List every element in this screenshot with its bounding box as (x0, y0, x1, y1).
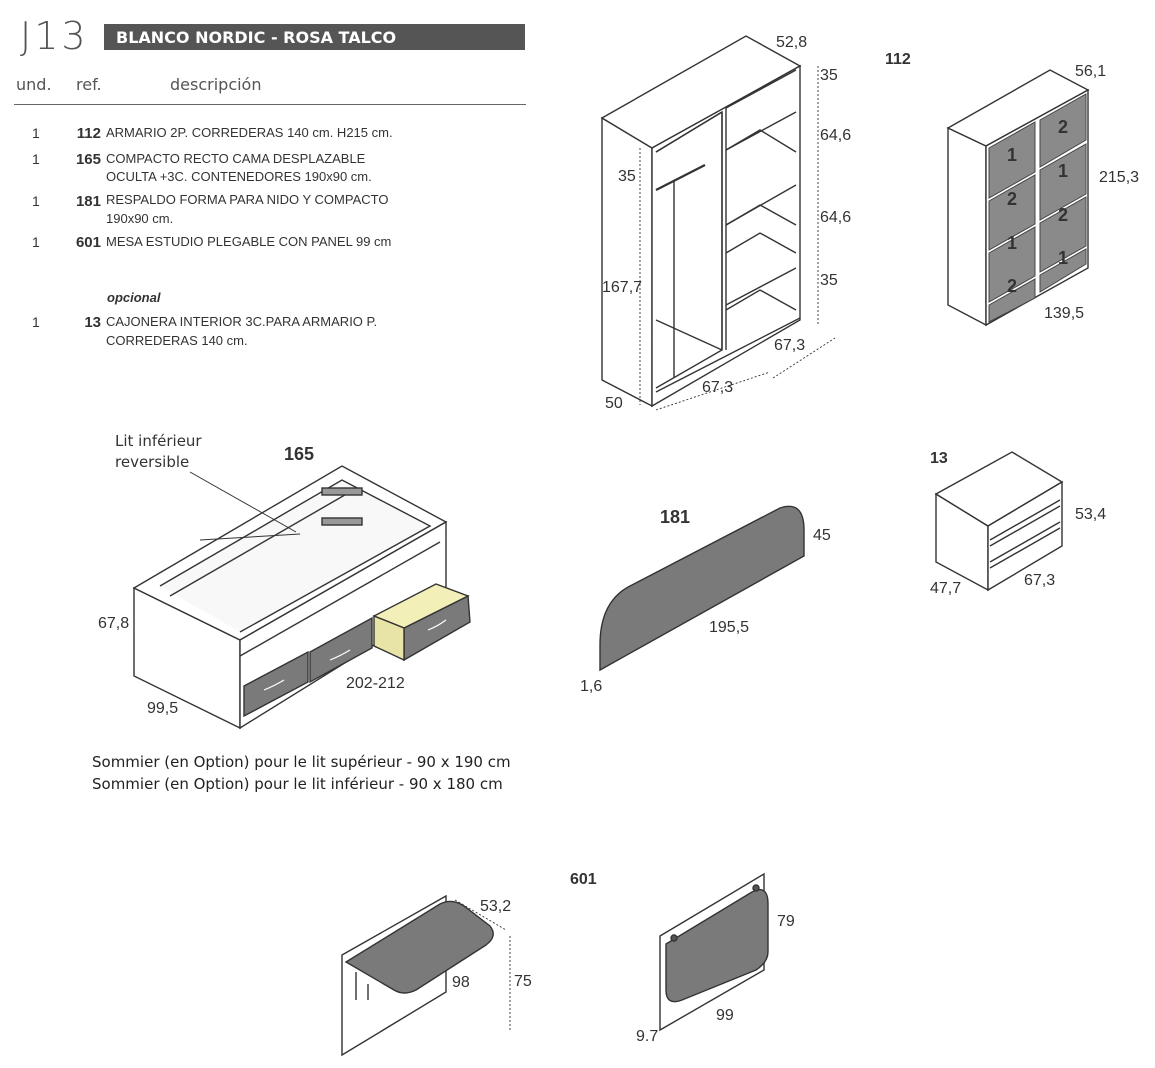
model-code: J13 (20, 14, 89, 58)
dim-wardrobe-depth: 56,1 (1075, 63, 1106, 80)
wardrobe-open-drawing (600, 35, 836, 411)
label-165: 165 (284, 444, 314, 464)
dim-left-top: 35 (618, 168, 636, 185)
column-header-ref: ref. (76, 75, 102, 94)
desk-closed-drawing (659, 872, 769, 1032)
item-qty: 1 (32, 314, 40, 330)
dim-desk-closed-height: 79 (777, 913, 795, 930)
label-601: 601 (570, 871, 597, 888)
title-bar (104, 24, 525, 50)
door-number: 1 (1058, 161, 1068, 181)
desk-open-drawing (341, 894, 511, 1057)
wardrobe-closed-drawing (946, 69, 1090, 327)
dim-desk-closed-width: 99 (716, 1007, 734, 1024)
dim-shelf-mid2: 64,6 (820, 209, 851, 226)
dim-headboard-length: 195,5 (709, 619, 749, 636)
note-line: Sommier (en Option) pour le lit inférieu… (92, 775, 503, 793)
bed-drawing (132, 465, 471, 730)
door-number: 2 (1007, 276, 1017, 296)
dim-desk-width: 98 (452, 974, 470, 991)
item-ref: 13 (84, 314, 101, 331)
headboard-drawing (599, 505, 805, 672)
item-desc-line2: OCULTA +3C. CONTENEDORES 190x90 cm. (106, 169, 372, 184)
dim-drawer-depth: 47,7 (930, 580, 961, 597)
item-desc-line2: 190x90 cm. (106, 211, 174, 226)
door-number: 1 (1007, 145, 1017, 165)
dim-plinth: 50 (605, 395, 623, 412)
item-qty: 1 (32, 151, 40, 167)
item-ref: 181 (75, 193, 101, 210)
item-qty: 1 (32, 234, 40, 250)
item-desc-line2: CORREDERAS 140 cm. (106, 333, 248, 348)
item-desc: MESA ESTUDIO PLEGABLE CON PANEL 99 cm (106, 234, 392, 249)
door-number: 2 (1007, 189, 1017, 209)
door-number: 2 (1058, 117, 1068, 137)
note-line: Sommier (en Option) pour le lit supérieu… (92, 753, 511, 771)
label-13: 13 (930, 450, 948, 467)
dim-desk-depth: 53,2 (480, 898, 511, 915)
dim-bed-depth: 99,5 (147, 700, 178, 717)
dim-bed-length: 202-212 (346, 675, 405, 692)
item-desc: COMPACTO RECTO CAMA DESPLAZABLE (106, 151, 366, 166)
callout-line2: reversible (115, 453, 189, 471)
dim-desk-closed-thickness: 9.7 (636, 1028, 658, 1045)
drawer-unit-drawing (934, 451, 1064, 592)
item-desc: RESPALDO FORMA PARA NIDO Y COMPACTO (106, 192, 389, 207)
dim-left-height: 167,7 (602, 279, 642, 296)
label-112: 112 (885, 51, 911, 68)
door-number: 1 (1058, 248, 1068, 268)
dim-headboard-height: 45 (813, 527, 831, 544)
dim-shelf-top: 35 (820, 67, 838, 84)
header-divider (14, 104, 526, 105)
dim-headboard-thickness: 1,6 (580, 678, 602, 695)
label-181: 181 (660, 507, 690, 527)
dim-drawer-width: 67,3 (1024, 572, 1055, 589)
dim-shelf-mid1: 64,6 (820, 127, 851, 144)
item-qty: 1 (32, 125, 40, 141)
dim-wardrobe-height: 215,3 (1099, 169, 1139, 186)
column-header-units: und. (16, 75, 52, 94)
callout-line1: Lit inférieur (115, 432, 202, 450)
item-ref: 165 (75, 151, 101, 168)
finish-title: BLANCO NORDIC - ROSA TALCO (116, 28, 397, 47)
item-qty: 1 (32, 193, 40, 209)
dim-top-depth: 52,8 (776, 34, 807, 51)
dim-shelf-bottom: 35 (820, 272, 838, 289)
dim-width-front: 67,3 (702, 379, 733, 396)
item-desc: ARMARIO 2P. CORREDERAS 140 cm. H215 cm. (106, 125, 393, 140)
dim-drawer-height: 53,4 (1075, 506, 1106, 523)
wardrobe-door-numbers: 1 2 1 2 2 1 2 1 (1007, 117, 1068, 296)
dim-width-right: 67,3 (774, 337, 805, 354)
door-number: 2 (1058, 205, 1068, 225)
dim-wardrobe-width: 139,5 (1044, 305, 1084, 322)
item-ref: 601 (75, 234, 101, 251)
dim-desk-height: 75 (514, 973, 532, 990)
optional-label: opcional (107, 290, 161, 305)
item-ref: 112 (76, 125, 101, 142)
dim-bed-height: 67,8 (98, 615, 129, 632)
column-header-description: descripción (170, 75, 262, 94)
door-number: 1 (1007, 233, 1017, 253)
item-desc: CAJONERA INTERIOR 3C.PARA ARMARIO P. (106, 314, 378, 329)
